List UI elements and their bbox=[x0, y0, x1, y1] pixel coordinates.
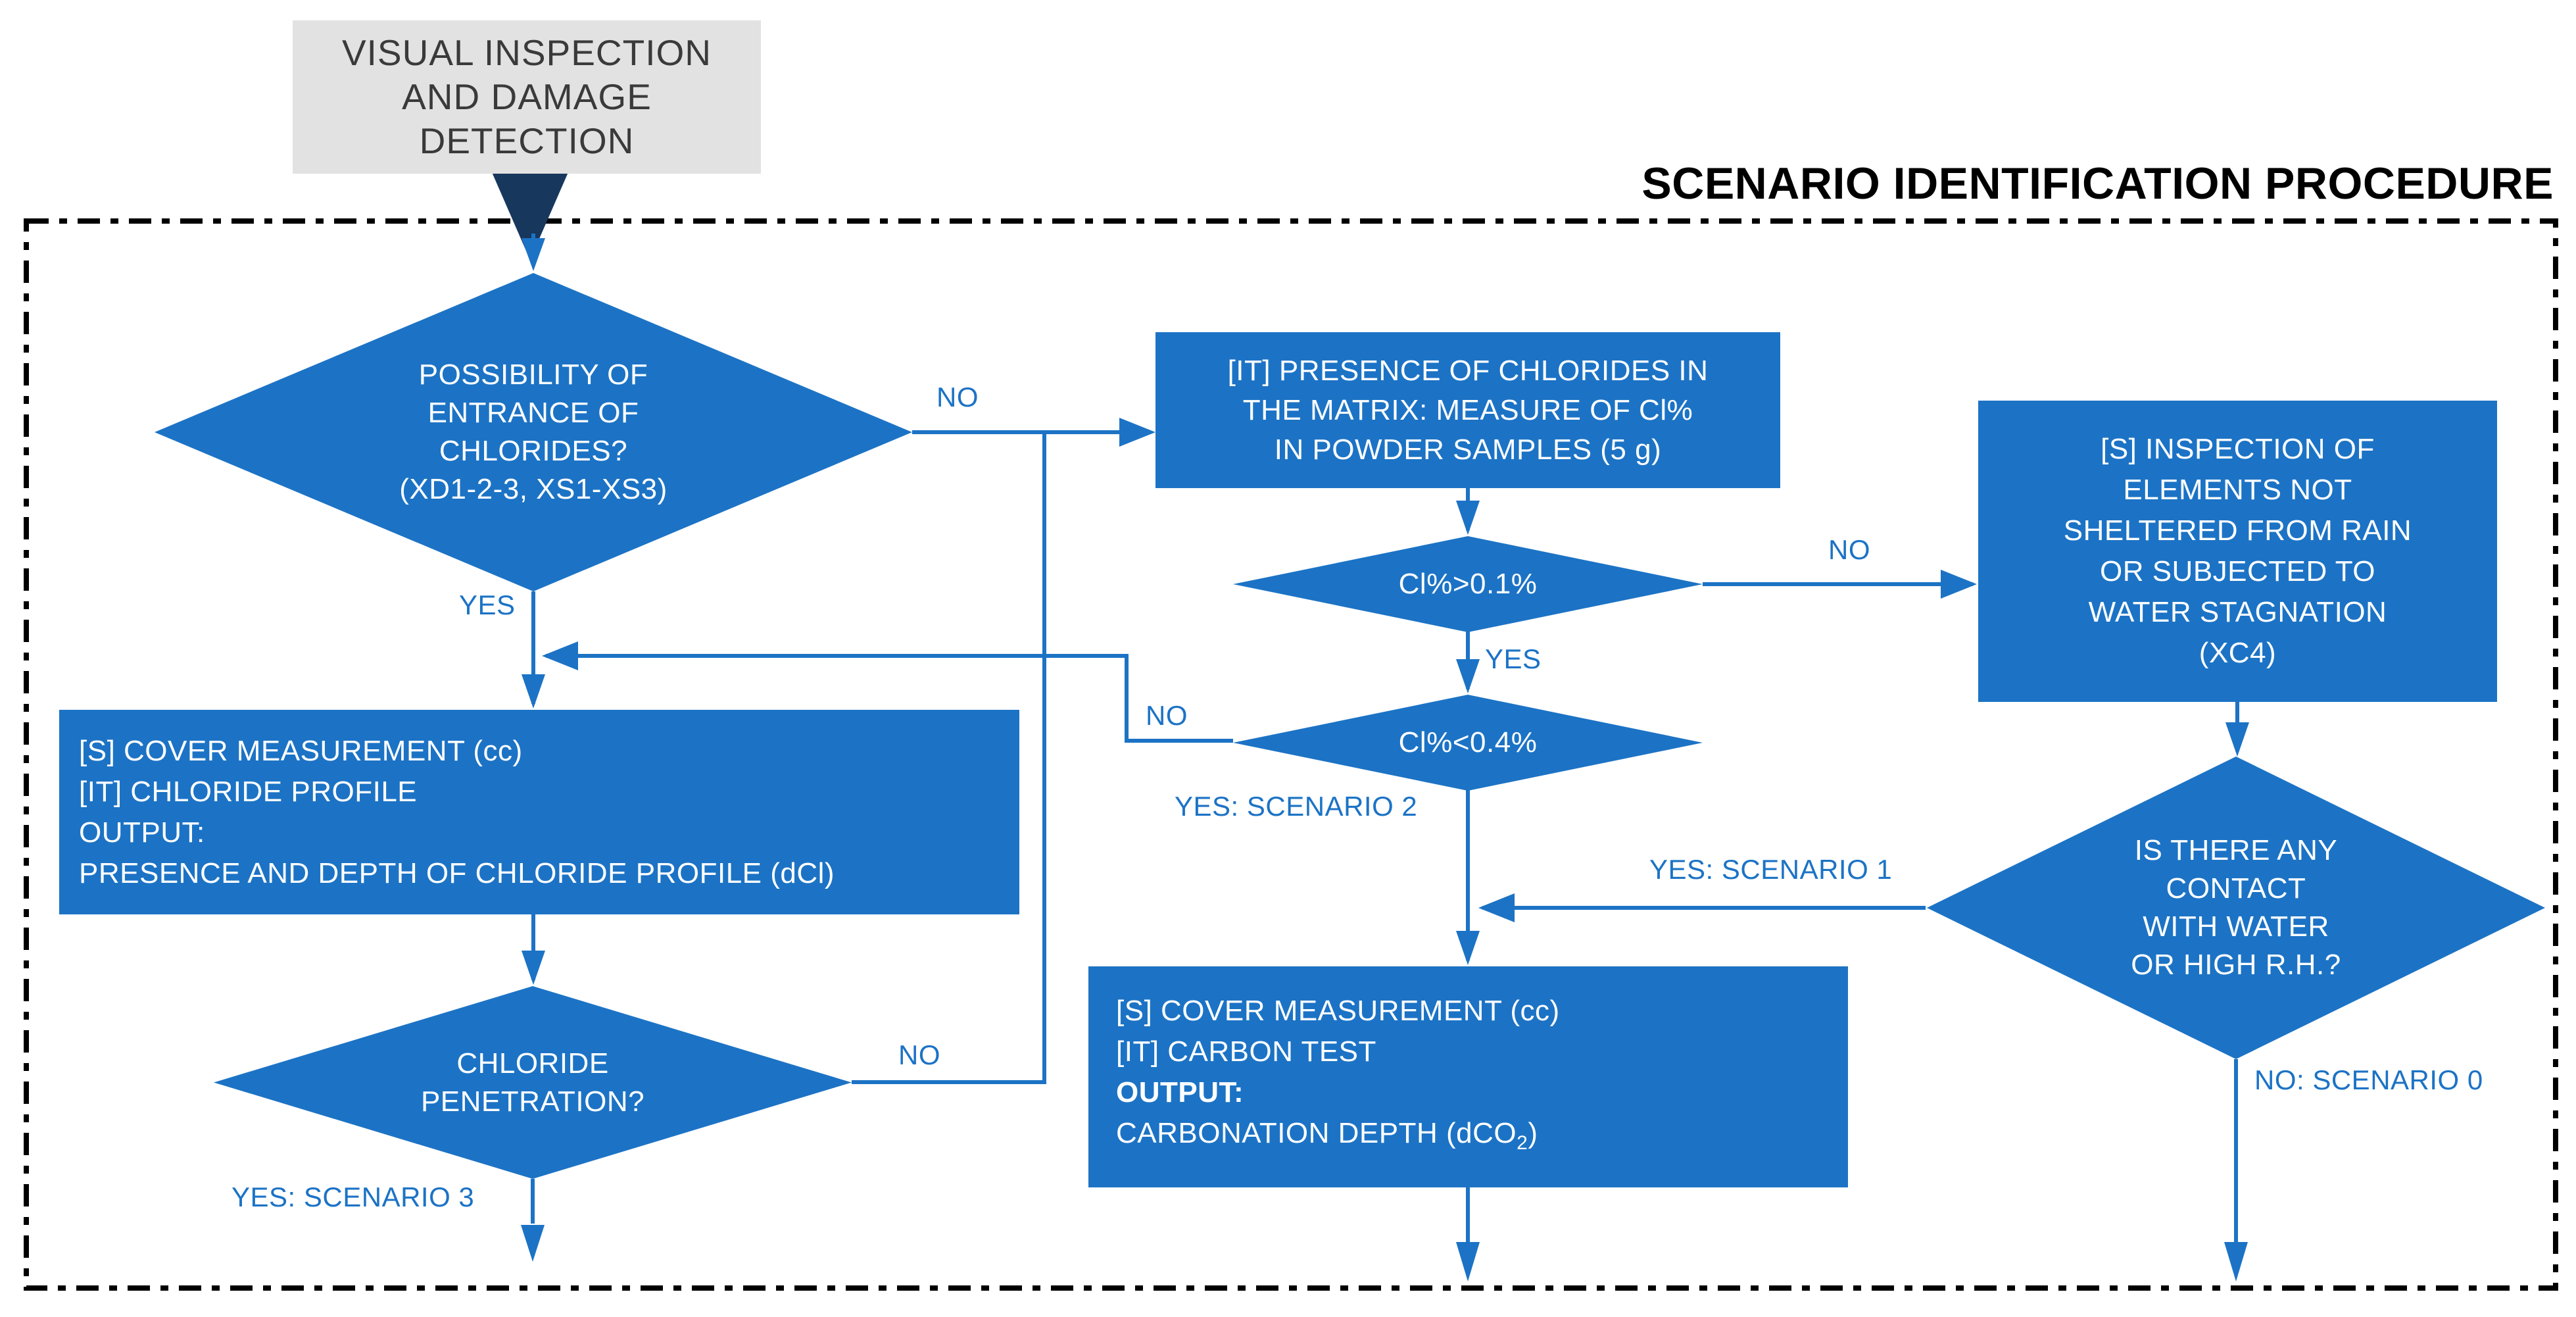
edge-label-d4-no: NO: SCENARIO 0 bbox=[2254, 1064, 2483, 1095]
node-line: IN POWDER SAMPLES (5 g) bbox=[1274, 433, 1662, 466]
edge-label-d3-no: NO bbox=[1146, 700, 1188, 731]
node-chloride-profile: [S] COVER MEASUREMENT (cc) [IT] CHLORIDE… bbox=[59, 710, 1019, 914]
decision-chloride-penetration: CHLORIDE PENETRATION? bbox=[214, 986, 852, 1179]
arrowhead-start-d1 bbox=[522, 238, 545, 271]
node-line: SHELTERED FROM RAIN bbox=[2063, 514, 2412, 547]
node-line: [IT] CARBON TEST bbox=[1116, 1035, 1376, 1068]
decision-chlorides-entrance: POSSIBILITY OF ENTRANCE OF CHLORIDES? (X… bbox=[155, 273, 912, 591]
node-line: VISUAL INSPECTION bbox=[341, 32, 712, 73]
node-line: ELEMENTS NOT bbox=[2123, 474, 2352, 506]
node-line: ENTRANCE OF bbox=[427, 397, 639, 429]
arrowhead-presence-d2 bbox=[1456, 501, 1480, 535]
edge-label-d4-yes: YES: SCENARIO 1 bbox=[1649, 854, 1893, 885]
co2-subscript: 2 bbox=[1517, 1131, 1528, 1154]
node-line: IS THERE ANY bbox=[2134, 834, 2338, 866]
arrowhead-d3-no bbox=[542, 641, 578, 670]
node-line: [IT] CHLORIDE PROFILE bbox=[79, 775, 418, 808]
node-line: Cl%<0.4% bbox=[1398, 726, 1538, 758]
arrowhead-d2-yes bbox=[1456, 659, 1480, 693]
edge-label-d1-yes: YES bbox=[459, 589, 516, 620]
edge-label-d5-yes: YES: SCENARIO 3 bbox=[231, 1181, 475, 1212]
page-title: SCENARIO IDENTIFICATION PROCEDURE bbox=[1641, 159, 2554, 209]
edge-label-d2-yes: YES bbox=[1485, 643, 1542, 674]
edge-label-d3-yes: YES: SCENARIO 2 bbox=[1175, 791, 1418, 822]
arrowhead-d1-yes bbox=[522, 674, 545, 708]
arrowhead-carbon-out bbox=[1456, 1242, 1480, 1281]
node-line: OUTPUT: bbox=[1116, 1076, 1244, 1108]
node-line: OR HIGH R.H.? bbox=[2131, 949, 2341, 981]
edge-label-d5-no: NO bbox=[898, 1039, 940, 1070]
carbonation-depth-text: CARBONATION DEPTH (dCO bbox=[1116, 1116, 1517, 1149]
node-line: THE MATRIX: MEASURE OF Cl% bbox=[1242, 393, 1693, 426]
node-line: POSSIBILITY OF bbox=[418, 359, 648, 391]
decision-cl-lt-0-4: Cl%<0.4% bbox=[1233, 695, 1703, 791]
node-inspection-xc4: [S] INSPECTION OF ELEMENTS NOT SHELTERED… bbox=[1978, 401, 2497, 702]
node-visual-inspection: VISUAL INSPECTION AND DAMAGE DETECTION bbox=[293, 20, 761, 174]
arrowhead-d5-yes bbox=[521, 1225, 545, 1262]
node-line: CONTACT bbox=[2166, 872, 2306, 905]
node-line: Cl%>0.1% bbox=[1398, 568, 1538, 600]
arrowhead-inspection-d4 bbox=[2225, 722, 2249, 757]
node-line: [S] COVER MEASUREMENT (cc) bbox=[1116, 994, 1560, 1027]
arrowhead-d2-no bbox=[1941, 570, 1977, 599]
node-carbon-test: [S] COVER MEASUREMENT (cc) [IT] CARBON T… bbox=[1088, 966, 1848, 1187]
node-line: [S] COVER MEASUREMENT (cc) bbox=[79, 734, 523, 767]
node-line: [S] INSPECTION OF bbox=[2101, 433, 2375, 465]
node-line: CHLORIDES? bbox=[439, 435, 628, 467]
node-line: WATER STAGNATION bbox=[2088, 596, 2387, 628]
node-line: PENETRATION? bbox=[420, 1085, 645, 1118]
node-line: (XC4) bbox=[2199, 637, 2277, 669]
node-line: DETECTION bbox=[419, 120, 635, 161]
node-line: (XD1-2-3, XS1-XS3) bbox=[399, 473, 668, 505]
arrowhead-d3-yes bbox=[1456, 931, 1480, 965]
node-presence-of-chlorides: [IT] PRESENCE OF CHLORIDES IN THE MATRIX… bbox=[1155, 332, 1780, 488]
node-line: WITH WATER bbox=[2143, 910, 2329, 943]
arrowhead-d4-no bbox=[2224, 1242, 2248, 1281]
decision-water-contact: IS THERE ANY CONTACT WITH WATER OR HIGH … bbox=[1927, 757, 2545, 1059]
node-line: CARBONATION DEPTH (dCO2) bbox=[1116, 1113, 1848, 1164]
decision-cl-gt-0-1: Cl%>0.1% bbox=[1233, 536, 1703, 632]
arrowhead-d4-yes bbox=[1478, 893, 1515, 922]
edge-label-d1-no: NO bbox=[936, 382, 979, 412]
node-line: PRESENCE AND DEPTH OF CHLORIDE PROFILE (… bbox=[79, 857, 835, 889]
start-arrow-triangle bbox=[492, 172, 568, 260]
edge-label-d2-no: NO bbox=[1828, 534, 1870, 565]
node-line: CHLORIDE bbox=[456, 1047, 609, 1080]
node-line: OR SUBJECTED TO bbox=[2099, 555, 2376, 587]
node-line: [IT] PRESENCE OF CHLORIDES IN bbox=[1227, 354, 1709, 387]
node-line: OUTPUT: bbox=[79, 816, 205, 849]
arrowhead-d1-no bbox=[1119, 418, 1155, 447]
node-line: AND DAMAGE bbox=[402, 76, 652, 117]
closing-paren: ) bbox=[1528, 1116, 1538, 1149]
arrowhead-profile-d5 bbox=[522, 951, 545, 985]
